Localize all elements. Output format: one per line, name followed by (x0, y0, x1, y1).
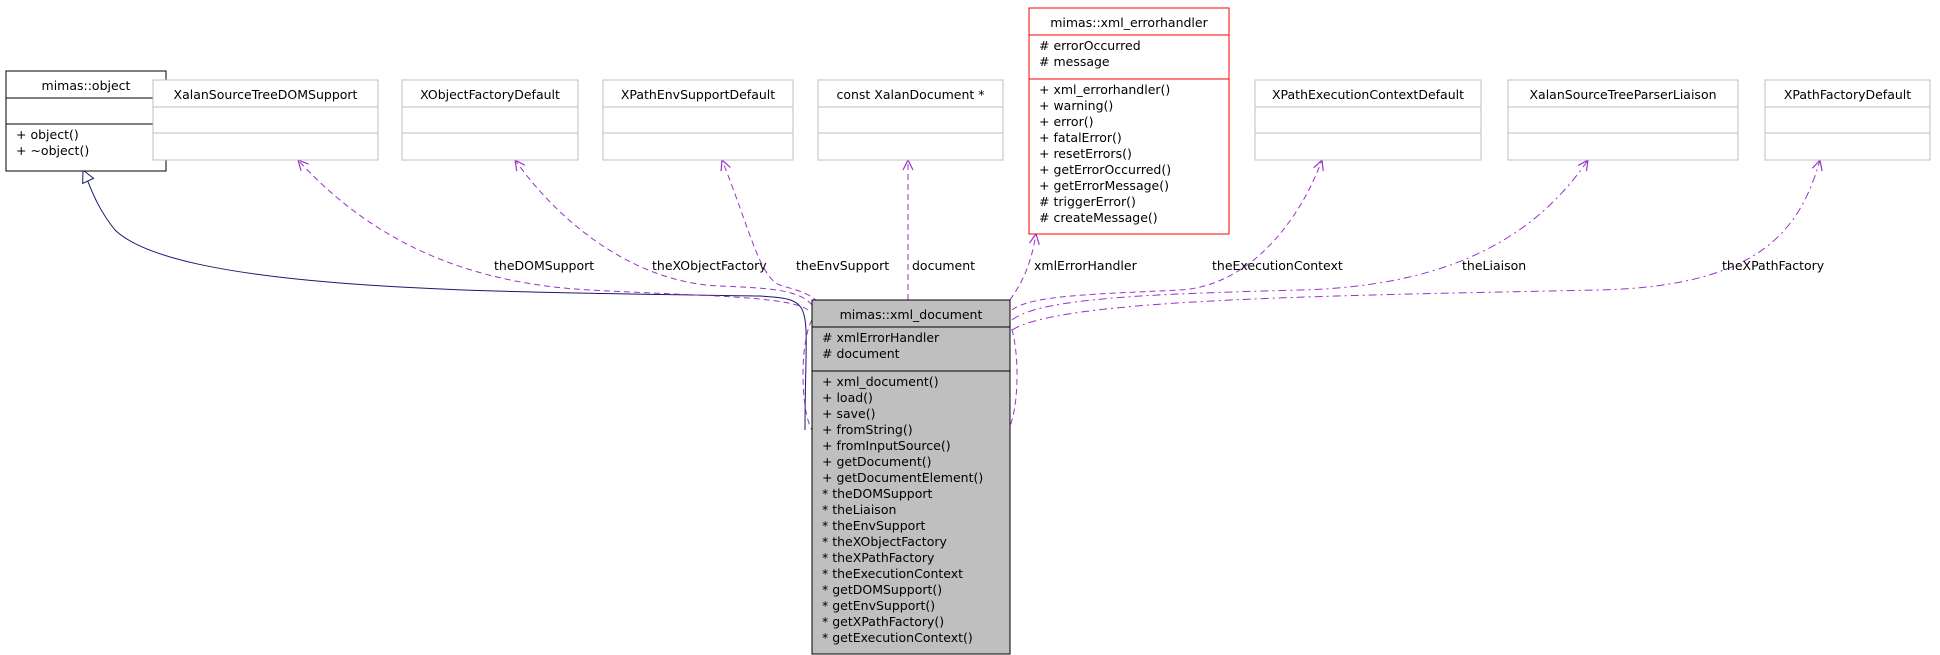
class-title: mimas::object (42, 78, 131, 93)
class-box-xpath-env-support-default: XPathEnvSupportDefault (602, 79, 794, 161)
edge-label-the-execution-context: theExecutionContext (1212, 258, 1343, 273)
class-method: * theDOMSupport (822, 486, 932, 501)
class-box-frame (401, 79, 579, 161)
class-method: + xml_errorhandler() (1039, 82, 1170, 97)
class-method: + object() (16, 127, 79, 142)
class-box-frame (1764, 79, 1931, 161)
class-method: * theExecutionContext (822, 566, 963, 581)
class-method: # createMessage() (1039, 210, 1158, 225)
edge-label-the-xpath-factory: theXPathFactory (1722, 258, 1825, 273)
usage-edge-dom-support (298, 160, 809, 311)
class-title: mimas::xml_document (840, 307, 983, 322)
class-boxes: mimas::object+ object()+ ~object() Xalan… (5, 7, 1931, 655)
class-attribute: # message (1039, 54, 1110, 69)
class-method: + getDocumentElement() (822, 470, 983, 485)
class-method: * getDOMSupport() (822, 582, 942, 597)
class-attribute: # document (822, 346, 900, 361)
usage-edge-errorhandler (1009, 234, 1036, 301)
class-method: + warning() (1039, 98, 1113, 113)
class-box-mimas-xml-errorhandler: mimas::xml_errorhandler# errorOccurred# … (1028, 7, 1230, 235)
class-method: + ~object() (16, 143, 89, 158)
class-box-frame (1507, 79, 1739, 161)
class-box-frame (1028, 7, 1230, 235)
class-method: * theXObjectFactory (822, 534, 947, 549)
class-box-frame (5, 70, 167, 172)
edge-labels: theDOMSupport theXObjectFactory theEnvSu… (494, 258, 1825, 273)
class-title: XPathEnvSupportDefault (621, 87, 775, 102)
class-box-xpath-factory-default: XPathFactoryDefault (1764, 79, 1931, 161)
class-box-xpath-execution-context-default: XPathExecutionContextDefault (1254, 79, 1482, 161)
class-box-xobject-factory-default: XObjectFactoryDefault (401, 79, 579, 161)
class-box-const-xalan-document: const XalanDocument * (817, 79, 1004, 161)
edge-label-document: document (912, 258, 975, 273)
class-title: mimas::xml_errorhandler (1050, 15, 1208, 30)
class-box-frame (1254, 79, 1482, 161)
class-method: + resetErrors() (1039, 146, 1132, 161)
class-method: + save() (822, 406, 875, 421)
edge-label-the-env-support: theEnvSupport (796, 258, 889, 273)
usage-edge-loop-right (1007, 319, 1018, 431)
class-title: XPathFactoryDefault (1784, 87, 1911, 102)
class-method: + error() (1039, 114, 1093, 129)
class-method: + fromInputSource() (822, 438, 951, 453)
diagram-edges (83, 160, 1820, 431)
usage-edge-xobject-factory (515, 160, 813, 306)
class-box-frame (602, 79, 794, 161)
usage-edge-exec-context (1011, 160, 1322, 311)
class-box-xalan-source-tree-dom-support: XalanSourceTreeDOMSupport (152, 79, 379, 161)
edge-label-the-dom-support: theDOMSupport (494, 258, 594, 273)
inheritance-edge-object (83, 170, 807, 431)
class-box-mimas-object: mimas::object+ object()+ ~object() (5, 70, 167, 172)
class-method: + getDocument() (822, 454, 932, 469)
class-title: XalanSourceTreeDOMSupport (174, 87, 358, 102)
class-method: * theEnvSupport (822, 518, 925, 533)
class-box-frame (811, 299, 1011, 655)
class-method: + load() (822, 390, 873, 405)
class-method: # triggerError() (1039, 194, 1136, 209)
usage-edge-parser-liaison (1011, 160, 1588, 321)
class-attribute: # errorOccurred (1039, 38, 1141, 53)
class-method: * theXPathFactory (822, 550, 935, 565)
class-title: XObjectFactoryDefault (420, 87, 560, 102)
usage-edge-env-support (722, 160, 819, 303)
class-title: XalanSourceTreeParserLiaison (1529, 87, 1716, 102)
class-method: * getEnvSupport() (822, 598, 935, 613)
edge-label-the-xobject-factory: theXObjectFactory (652, 258, 767, 273)
class-box-frame (817, 79, 1004, 161)
class-method: * getXPathFactory() (822, 614, 944, 629)
usage-edge-loop-left (802, 319, 813, 431)
class-method: + xml_document() (822, 374, 939, 389)
edge-label-the-liaison: theLiaison (1462, 258, 1526, 273)
class-title: XPathExecutionContextDefault (1272, 87, 1464, 102)
class-method: + fatalError() (1039, 130, 1122, 145)
class-method: + getErrorMessage() (1039, 178, 1169, 193)
class-box-frame (152, 79, 379, 161)
class-box-mimas-xml-document: mimas::xml_document# xmlErrorHandler# do… (811, 299, 1011, 655)
class-method: * getExecutionContext() (822, 630, 973, 645)
class-attribute: # xmlErrorHandler (822, 330, 940, 345)
class-method: + fromString() (822, 422, 913, 437)
class-method: + getErrorOccurred() (1039, 162, 1171, 177)
edge-label-xml-error-handler: xmlErrorHandler (1034, 258, 1138, 273)
class-box-xalan-source-tree-parser-liaison: XalanSourceTreeParserLiaison (1507, 79, 1739, 161)
class-title: const XalanDocument * (836, 87, 984, 102)
class-method: * theLiaison (822, 502, 896, 517)
